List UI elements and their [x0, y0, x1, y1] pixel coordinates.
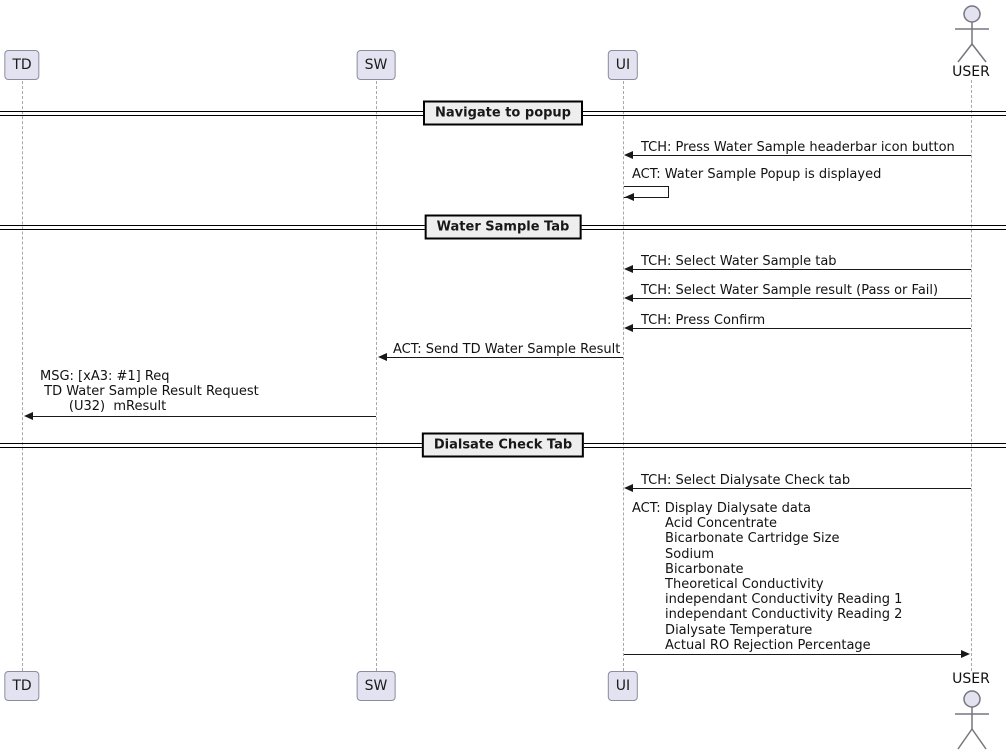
message-label-m7: MSG: [xA3: #1] Req TD Water Sample Resul… — [40, 369, 259, 415]
arrowhead-left-m1 — [624, 151, 633, 159]
participant-td-top: TD — [4, 50, 40, 80]
message-label-m1: TCH: Press Water Sample headerbar icon b… — [641, 140, 955, 155]
message-line-m1 — [632, 155, 971, 156]
divider-dialsate-check-tab: Dialsate Check Tab — [421, 432, 585, 458]
message-line-m8 — [632, 488, 971, 489]
message-line-m6 — [386, 357, 623, 358]
participant-ui-top: UI — [607, 50, 639, 80]
divider-water-sample-tab: Water Sample Tab — [424, 214, 582, 240]
arrowhead-left-m5 — [624, 324, 633, 332]
actor-user-bottom-icon — [955, 690, 989, 750]
actor-user-top-label: USER — [952, 64, 990, 80]
lifeline-sw — [376, 81, 377, 671]
message-line-m7 — [32, 416, 376, 417]
message-label-m8: TCH: Select Dialysate Check tab — [641, 473, 851, 488]
message-label-m2: ACT: Water Sample Popup is displayed — [632, 167, 882, 182]
arrowhead-left-m7 — [24, 412, 33, 420]
divider-navigate-popup: Navigate to popup — [423, 100, 583, 126]
lifeline-td — [22, 81, 23, 671]
arrowhead-left-m2 — [625, 193, 634, 201]
message-label-m4: TCH: Select Water Sample result (Pass or… — [641, 283, 939, 298]
message-label-m5: TCH: Press Confirm — [641, 313, 766, 328]
arrowhead-left-m6 — [378, 353, 387, 361]
message-line-m9 — [624, 654, 962, 655]
arrowhead-left-m4 — [624, 294, 633, 302]
lifeline-ui — [623, 81, 624, 671]
participant-sw-top: SW — [356, 50, 396, 80]
lifeline-user — [971, 80, 972, 671]
participant-ui-bottom: UI — [607, 671, 639, 701]
message-label-m9: ACT: Display Dialysate data Acid Concent… — [632, 501, 903, 653]
participant-td-bottom: TD — [4, 671, 40, 701]
arrowhead-left-m8 — [624, 484, 633, 492]
participant-sw-bottom: SW — [356, 671, 396, 701]
message-label-m6: ACT: Send TD Water Sample Result — [393, 342, 621, 357]
arrowhead-left-m3 — [624, 265, 633, 273]
actor-user-top-icon — [955, 5, 989, 63]
actor-user-bottom-label: USER — [952, 671, 990, 687]
arrowhead-right-m9 — [961, 650, 970, 658]
message-selfloop-m2 — [624, 186, 669, 198]
message-line-m5 — [632, 328, 971, 329]
message-label-m3: TCH: Select Water Sample tab — [641, 254, 837, 269]
message-line-m3 — [632, 269, 971, 270]
message-line-m4 — [632, 298, 971, 299]
